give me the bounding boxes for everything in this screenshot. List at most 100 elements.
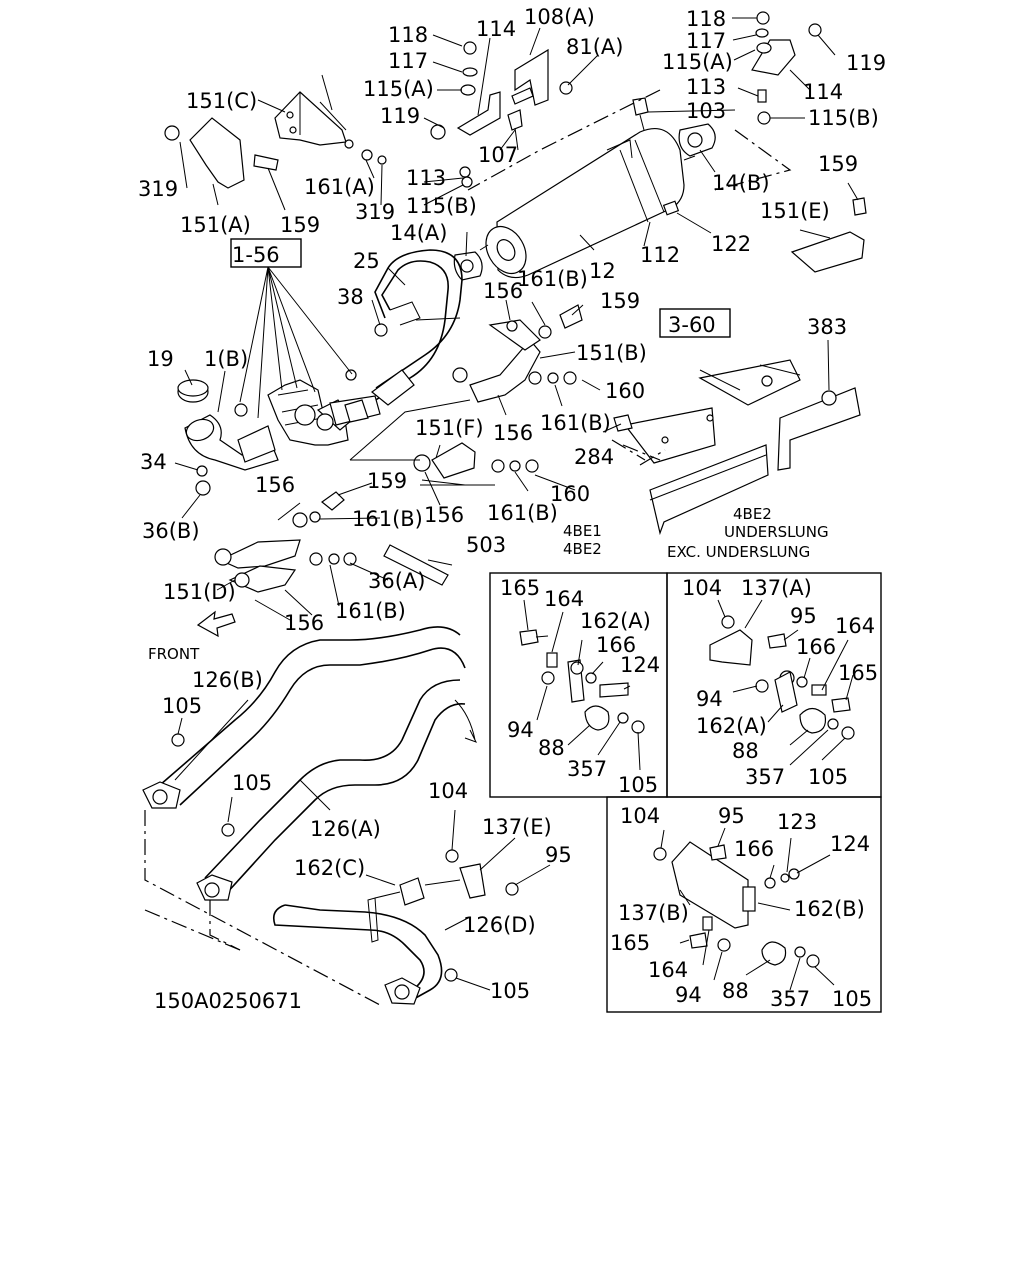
callout-161b-2: 161(B) bbox=[540, 411, 611, 435]
callout-38: 38 bbox=[337, 285, 364, 309]
callout-117-right: 117 bbox=[686, 29, 726, 53]
callout-103: 103 bbox=[686, 99, 726, 123]
note-exc-underslung: EXC. UNDERSLUNG bbox=[667, 543, 810, 561]
callout-383: 383 bbox=[807, 315, 847, 339]
callout-labels: 118 117 115(A) 114 108(A) 81(A) 118 117 … bbox=[138, 5, 886, 1013]
callout-161b: 161(B) bbox=[517, 267, 588, 291]
callout-151f: 151(F) bbox=[415, 416, 484, 440]
callout-115a-right: 115(A) bbox=[662, 50, 733, 74]
callout-104: 104 bbox=[428, 779, 468, 803]
tail-pipe-126D bbox=[272, 891, 443, 1005]
p2-callout-166: 166 bbox=[796, 635, 836, 659]
callout-81a: 81(A) bbox=[566, 35, 623, 59]
callout-112: 112 bbox=[640, 243, 680, 267]
callout-151b: 151(B) bbox=[576, 341, 647, 365]
callout-503: 503 bbox=[466, 533, 506, 557]
callout-126a: 126(A) bbox=[310, 817, 381, 841]
callout-14a: 14(A) bbox=[390, 221, 447, 245]
callout-151a: 151(A) bbox=[180, 213, 251, 237]
p3-callout-95: 95 bbox=[718, 804, 745, 828]
p3-callout-357: 357 bbox=[770, 987, 810, 1011]
note-4be2-underslung-2: UNDERSLUNG bbox=[724, 523, 829, 541]
tail-pipe-126B bbox=[142, 626, 466, 809]
p2-callout-105: 105 bbox=[808, 765, 848, 789]
callout-113-right: 113 bbox=[686, 75, 726, 99]
front-pipe bbox=[359, 249, 463, 411]
callout-160-2: 160 bbox=[550, 482, 590, 506]
callout-105-2: 105 bbox=[232, 771, 272, 795]
tail-pipe-126A bbox=[196, 679, 466, 901]
callout-25: 25 bbox=[353, 249, 380, 273]
p1-callout-105: 105 bbox=[618, 773, 658, 797]
p3-callout-162b: 162(B) bbox=[794, 897, 865, 921]
p1-callout-357: 357 bbox=[567, 757, 607, 781]
callout-19: 19 bbox=[147, 347, 174, 371]
p2-callout-357: 357 bbox=[745, 765, 785, 789]
p1-callout-124: 124 bbox=[620, 653, 660, 677]
front-arrow-icon bbox=[196, 610, 236, 638]
callout-156-2: 156 bbox=[493, 421, 533, 445]
callout-159-right: 159 bbox=[818, 152, 858, 176]
callout-122: 122 bbox=[711, 232, 751, 256]
p1-callout-164: 164 bbox=[544, 587, 584, 611]
callout-113: 113 bbox=[406, 166, 446, 190]
callout-162c: 162(C) bbox=[294, 856, 365, 880]
callout-34: 34 bbox=[140, 450, 167, 474]
p2-callout-104: 104 bbox=[682, 576, 722, 600]
callout-119: 119 bbox=[380, 104, 420, 128]
callout-159-low: 159 bbox=[367, 469, 407, 493]
note-4be1: 4BE1 bbox=[563, 522, 602, 540]
callout-151d: 151(D) bbox=[163, 580, 236, 604]
callout-159: 159 bbox=[280, 213, 320, 237]
callout-36b: 36(B) bbox=[142, 519, 200, 543]
p3-callout-164: 164 bbox=[648, 958, 688, 982]
callout-126d: 126(D) bbox=[463, 913, 536, 937]
callout-105: 105 bbox=[162, 694, 202, 718]
callout-117: 117 bbox=[388, 49, 428, 73]
p3-callout-124: 124 bbox=[830, 832, 870, 856]
callout-1b: 1(B) bbox=[204, 347, 248, 371]
p3-callout-165: 165 bbox=[610, 931, 650, 955]
p2-callout-94: 94 bbox=[696, 687, 723, 711]
inset-panel-3 bbox=[606, 796, 882, 1013]
exhaust-manifold bbox=[267, 369, 381, 446]
p1-callout-94: 94 bbox=[507, 718, 534, 742]
callout-156-3: 156 bbox=[255, 473, 295, 497]
drawing-number: 150A0250671 bbox=[154, 989, 302, 1013]
p1-callout-166: 166 bbox=[596, 633, 636, 657]
p3-callout-166: 166 bbox=[734, 837, 774, 861]
callout-115b-right: 115(B) bbox=[808, 106, 879, 130]
callout-156: 156 bbox=[483, 279, 523, 303]
ref-box-1-56 bbox=[230, 238, 302, 268]
callout-108a: 108(A) bbox=[524, 5, 595, 29]
p3-callout-94: 94 bbox=[675, 983, 702, 1007]
callout-160: 160 bbox=[605, 379, 645, 403]
callout-36a: 36(A) bbox=[368, 569, 425, 593]
callout-14b: 14(B) bbox=[712, 171, 770, 195]
ref-3-60: 3-60 bbox=[668, 313, 716, 337]
callout-114: 114 bbox=[476, 17, 516, 41]
callout-156-5: 156 bbox=[284, 611, 324, 635]
p1-callout-88: 88 bbox=[538, 736, 565, 760]
muffler bbox=[479, 128, 696, 279]
p3-callout-88: 88 bbox=[722, 979, 749, 1003]
callout-115a: 115(A) bbox=[363, 77, 434, 101]
p2-callout-137a: 137(A) bbox=[741, 576, 812, 600]
p2-callout-88: 88 bbox=[732, 739, 759, 763]
note-4be2: 4BE2 bbox=[563, 540, 602, 558]
p3-callout-123: 123 bbox=[777, 810, 817, 834]
callout-105-3: 105 bbox=[490, 979, 530, 1003]
callout-161b-3: 161(B) bbox=[352, 507, 423, 531]
ref-1-56: 1-56 bbox=[232, 243, 280, 267]
front-label: FRONT bbox=[148, 645, 200, 663]
callout-161b-5: 161(B) bbox=[335, 599, 406, 623]
callout-118: 118 bbox=[388, 23, 428, 47]
callout-284: 284 bbox=[574, 445, 614, 469]
callout-156-4: 156 bbox=[424, 503, 464, 527]
p1-callout-162a: 162(A) bbox=[580, 609, 651, 633]
callout-151e: 151(E) bbox=[760, 199, 830, 223]
p3-callout-104: 104 bbox=[620, 804, 660, 828]
note-4be2-underslung-1: 4BE2 bbox=[733, 505, 772, 523]
callout-159-mid: 159 bbox=[600, 289, 640, 313]
